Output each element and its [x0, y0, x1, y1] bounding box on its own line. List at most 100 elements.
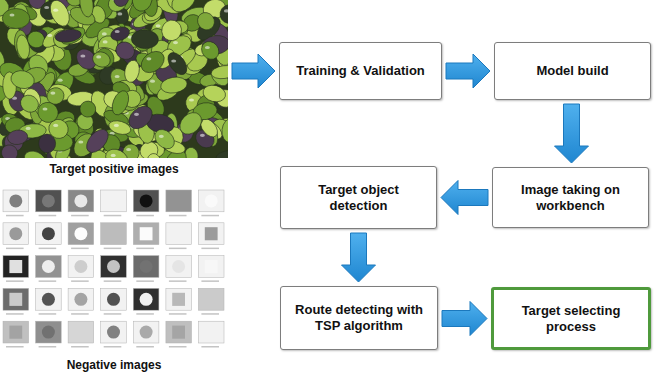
thumbnail-shape	[140, 227, 153, 240]
olive-highlight	[171, 59, 176, 62]
box-label: Image taking on workbench	[501, 182, 640, 214]
olive	[215, 149, 228, 158]
olive-highlight	[26, 127, 31, 130]
olive-highlight	[103, 40, 108, 43]
thumbnail-caption-line	[104, 313, 122, 315]
box-text-group: Target selecting process	[502, 303, 640, 335]
thumbnail-shape	[74, 227, 87, 240]
thumbnail	[36, 256, 62, 278]
thumbnail-caption-line	[6, 313, 24, 315]
box-label: Target object detection	[289, 182, 428, 214]
olive-highlight	[53, 9, 58, 12]
box-text-group: Target object detection	[289, 182, 428, 214]
olive	[112, 0, 131, 9]
olive	[113, 39, 138, 63]
thumbnail	[101, 321, 127, 343]
olive	[78, 0, 95, 18]
olive-highlight	[173, 41, 178, 44]
final-process-box: Target selecting process	[491, 287, 651, 350]
thumbnail-caption-line	[6, 346, 24, 348]
thumbnail	[166, 321, 192, 343]
olive-highlight	[43, 107, 48, 110]
thumbnail-shape	[205, 227, 218, 240]
olive-highlight	[47, 34, 52, 37]
thumbnail	[101, 256, 127, 278]
thumbnail-shape	[74, 260, 87, 273]
thumbnail	[36, 190, 62, 212]
olive	[219, 3, 228, 24]
thumbnail-shape	[42, 194, 55, 207]
thumbnail-caption-line	[71, 280, 89, 282]
thumbnail	[3, 321, 29, 343]
thumbnail-caption-line	[136, 280, 154, 282]
olive-highlight	[53, 124, 58, 127]
thumbnail-caption-line	[71, 313, 89, 315]
thumbnail-caption-line	[39, 313, 57, 315]
olive	[160, 75, 189, 95]
thumbnail-caption-line	[169, 215, 187, 217]
olive	[34, 98, 62, 126]
thumbnail	[198, 223, 224, 245]
thumbnail-shape	[9, 227, 22, 240]
thumbnail-shape	[9, 293, 22, 306]
olive	[130, 0, 154, 13]
olive-highlight	[44, 6, 49, 9]
olive	[22, 148, 48, 158]
olive-highlight	[189, 98, 194, 101]
thumbnail-caption-line	[104, 248, 122, 250]
olive	[159, 18, 184, 43]
thumbnail	[3, 190, 29, 212]
olive-highlight	[134, 113, 139, 116]
olive-highlight	[10, 13, 15, 16]
thumbnail-caption-line	[104, 280, 122, 282]
olive-highlight	[205, 46, 210, 49]
olive	[131, 29, 159, 49]
thumbnail	[68, 190, 94, 212]
thumbnail-caption-line	[169, 280, 187, 282]
thumbnail	[68, 256, 94, 278]
olive-highlight	[224, 9, 228, 12]
thumbnail	[166, 256, 192, 278]
olive	[164, 49, 191, 78]
thumbnail	[133, 190, 159, 212]
thumbnail	[166, 288, 192, 310]
olive-highlight	[117, 12, 122, 15]
olive-highlight	[146, 57, 151, 60]
block-arrow	[232, 54, 275, 88]
thumbnail-shape	[107, 326, 120, 339]
thumbnail	[198, 288, 224, 310]
olive-highlight	[114, 124, 119, 127]
olive	[107, 118, 132, 136]
process-box: Image taking on workbench	[492, 167, 649, 228]
thumbnail-shape	[107, 260, 120, 273]
olive	[109, 88, 132, 117]
thumbnail-shape	[172, 293, 185, 306]
thumbnail-shape	[74, 194, 87, 207]
thumbnail	[101, 288, 127, 310]
thumbnail	[68, 321, 94, 343]
thumbnail-shape	[42, 326, 55, 339]
box-text-group: Image taking on workbench	[501, 182, 640, 214]
olive	[46, 0, 73, 29]
thumbnail-caption-line	[104, 346, 122, 348]
thumbnail-caption-line	[71, 346, 89, 348]
thumbnail-shape	[9, 326, 22, 339]
olive-highlight	[80, 54, 85, 57]
thumbnail	[133, 256, 159, 278]
block-arrow	[442, 302, 487, 336]
olive	[167, 0, 200, 16]
olive-highlight	[150, 80, 155, 83]
image-caption: Target positive images	[0, 162, 228, 176]
thumbnail-caption-line	[71, 215, 89, 217]
box-text-group: Route detecting with TSP algorithm	[289, 302, 429, 334]
box-text-group: Model build	[536, 63, 608, 79]
negative-thumbnails	[0, 188, 228, 352]
photo-ground	[0, 0, 228, 158]
image-panel: Negative images	[0, 188, 228, 374]
thumbnail-shape	[42, 260, 55, 273]
thumbnail	[36, 288, 62, 310]
olive	[221, 117, 228, 143]
olive-highlight	[156, 24, 161, 27]
box-text-group: Training & Validation	[296, 63, 425, 79]
